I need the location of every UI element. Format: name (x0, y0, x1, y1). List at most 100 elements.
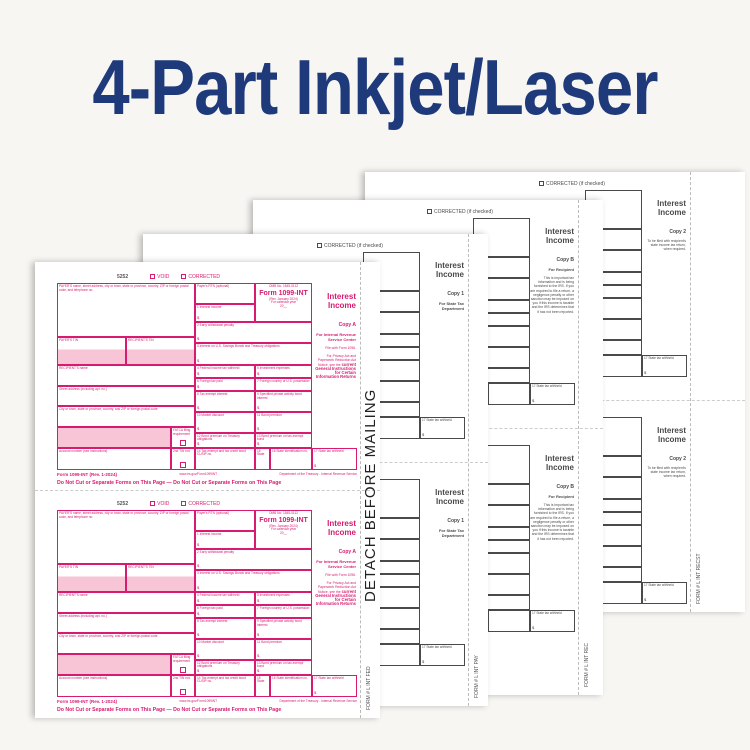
field-label: 15 State (257, 448, 265, 457)
dollar-sign: $ (197, 425, 200, 431)
form-field-second_tin: 2nd TIN not. (171, 674, 195, 697)
field-label: Street address (including apt. no.) (59, 386, 107, 391)
field-label: RECIPIENT'S TIN (128, 565, 154, 570)
field-label: 6 Foreign tax paid (197, 379, 223, 384)
copy-label: Copy 2 (669, 229, 686, 235)
form-field-payer_tin: PAYER'S TIN (57, 337, 126, 366)
privacy-text: For Privacy Act and Paperwork Reduction … (317, 354, 356, 367)
field-label: FATCA filing requirement (173, 654, 191, 663)
dollar-sign: $ (257, 598, 260, 604)
revision: (Rev. January 2024) (269, 296, 298, 301)
copy-label: Copy B (556, 484, 575, 490)
form-field-b15: 15 State (255, 674, 270, 697)
form-field-payer_tin: PAYER'S TIN (57, 564, 126, 593)
form-field-b17: 17 State tax withheld$ (642, 354, 687, 377)
dollar-sign: $ (257, 632, 260, 638)
form-field-b17: 17 State tax withheld$ (312, 447, 357, 470)
product-title: 4-Part Inkjet/Laser (92, 43, 658, 131)
corrected-checkbox[interactable] (539, 181, 544, 187)
form-field-fatca: FATCA filing requirement (171, 653, 195, 675)
field-label: PAYER'S TIN (59, 565, 79, 570)
dollar-sign: $ (197, 405, 200, 411)
form-field-b17: 17 State tax withheld$ (530, 609, 575, 632)
field-label: 2nd TIN not. (173, 675, 191, 680)
field-label: 17 State tax withheld (644, 582, 674, 587)
form-title: Interest Income (435, 261, 464, 279)
field-label: RECIPIENT'S name (59, 366, 88, 371)
form-field-b16 (600, 354, 642, 377)
dollar-sign: $ (644, 596, 647, 602)
form-field-b17: 17 State tax withheld$ (312, 674, 357, 697)
field-label: PAYER'S TIN (59, 338, 79, 343)
checkbox[interactable] (180, 461, 186, 468)
field-label: Account number (see instructions) (59, 675, 108, 680)
form-field-second_tin: 2nd TIN not. (171, 447, 195, 470)
horizontal-perforation (35, 490, 380, 491)
form-field-b7: 7 Foreign country or U.S. possession (255, 605, 312, 619)
dollar-sign: $ (197, 632, 200, 638)
form-field-b4: 4 Federal income tax withheld$ (195, 592, 255, 606)
field-label: 16 State identification no. (272, 448, 308, 453)
copy-label: Copy A (338, 322, 356, 328)
detach-before-mailing: DETACH BEFORE MAILING (362, 388, 379, 602)
copy-note: To be filed with recipient's state incom… (647, 239, 686, 252)
dollar-sign: $ (197, 611, 200, 617)
field-label: RECIPIENT'S name (59, 593, 88, 598)
field-label: 7 Foreign country or U.S. possession (257, 379, 310, 384)
form-field-b10: 10 Market discount$ (195, 412, 255, 433)
corrected-checkbox[interactable] (181, 501, 187, 507)
field-label: PAYER'S name, street address, city or to… (59, 511, 189, 519)
form-field-b8: 8 Tax-exempt interest$ (195, 618, 255, 640)
checkbox[interactable] (180, 666, 186, 673)
form-field-b16 (488, 609, 530, 632)
form-field-b17: 17 State tax withheld$ (530, 382, 575, 405)
field-label: 4 Federal income tax withheld (197, 366, 240, 371)
form-field-b6: 6 Foreign tax paid$ (195, 378, 255, 392)
dollar-sign: $ (197, 542, 200, 548)
corrected-checkbox[interactable] (427, 209, 432, 215)
field-label: 15 State (257, 675, 265, 684)
privacy-bold: current General Instructions for Certain… (315, 361, 356, 380)
form-field-account: Account number (see instructions) (57, 447, 171, 470)
corrected-checkbox[interactable] (181, 274, 187, 280)
field-label: Account number (see instructions) (59, 448, 108, 453)
form-name: Form 1099-INT (259, 289, 308, 297)
form-field-b2: 2 Early withdrawal penalty$ (195, 549, 312, 570)
footer-url: www.irs.gov/Form1099INT (179, 699, 218, 703)
field-label: 17 State tax withheld (314, 675, 344, 680)
void-checkbox[interactable] (150, 274, 156, 280)
field-label: 11 Bond premium (257, 413, 282, 418)
footer-dept: Department of the Treasury - Internal Re… (279, 472, 357, 476)
form-field-b14: 14 Tax-exempt and tax credit bond CUSIP … (195, 447, 255, 470)
void-label: VOID (157, 274, 170, 280)
form-field-account: Account number (see instructions) (57, 674, 171, 697)
form-field-b13: 13 Bond premium on tax-exempt bond$ (255, 659, 312, 675)
field-label: 4 Federal income tax withheld (197, 593, 240, 598)
copy-note: This is important tax information and is… (530, 503, 574, 541)
form-field-city: City or town, state or province, country… (57, 406, 195, 427)
corrected-checkbox[interactable] (317, 243, 322, 249)
calendar-year-label: For calendar year (271, 300, 296, 305)
field-label: 17 State tax withheld (532, 610, 562, 615)
corrected-label: CORRECTED (if checked) (434, 209, 493, 215)
field-label: 5 Investment expenses (257, 366, 290, 371)
copy-subtitle: For Internal Revenue Service Center (316, 332, 356, 342)
dollar-sign: $ (197, 598, 200, 604)
form-field-b1: 1 Interest income$ (195, 530, 255, 550)
field-label: 14 Tax-exempt and tax credit bond CUSIP … (197, 675, 246, 684)
perforation-line (578, 200, 579, 695)
form-code-vertical: FORM # L INT FED (366, 666, 372, 710)
field-label: 13 Bond premium on tax-exempt bond (257, 660, 304, 669)
checkbox[interactable] (180, 688, 186, 695)
void-checkbox[interactable] (150, 501, 156, 507)
perforation-line (468, 234, 469, 706)
form-field-street: Street address (including apt. no.) (57, 385, 195, 407)
form-field-b15: 15 State (255, 447, 270, 470)
form-field-b5: 5 Investment expenses$ (255, 365, 312, 379)
form-field-b11: 11 Bond premium$ (255, 639, 312, 660)
checkbox[interactable] (180, 439, 186, 446)
